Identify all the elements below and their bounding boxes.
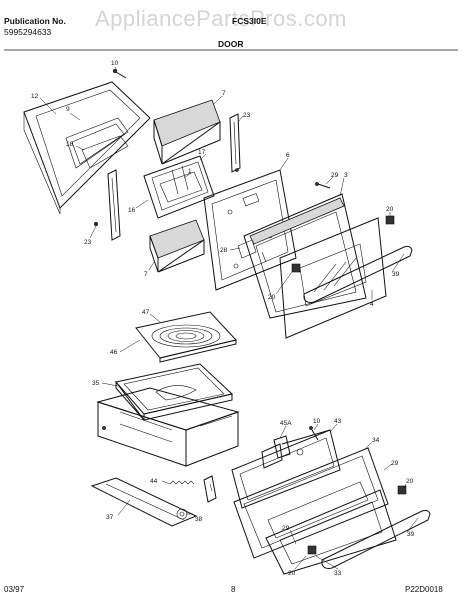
callout-45a: 45A bbox=[280, 420, 292, 427]
callout-39: 39 bbox=[407, 531, 415, 538]
callout-16: 16 bbox=[128, 207, 136, 214]
callout-43: 43 bbox=[334, 418, 342, 425]
bracket-part bbox=[273, 435, 291, 459]
callout-4: 4 bbox=[370, 301, 374, 308]
footer-diagram-code: P22D0018 bbox=[405, 585, 443, 594]
drawer-panel-insert bbox=[265, 485, 407, 575]
callout-17: 17 bbox=[198, 149, 206, 156]
callout-46: 46 bbox=[110, 349, 118, 356]
callout-6: 6 bbox=[286, 152, 290, 159]
callout-10: 10 bbox=[111, 60, 119, 67]
screw-part bbox=[112, 68, 127, 79]
callout-7: 7 bbox=[222, 90, 226, 97]
drawer-handle-lower bbox=[321, 509, 431, 569]
insulation-batt-lower bbox=[149, 219, 205, 273]
publication-label: Publication No. bbox=[4, 16, 66, 26]
inner-door-liner bbox=[23, 81, 151, 215]
window-pack bbox=[143, 155, 215, 219]
door-handle-upper bbox=[291, 215, 413, 303]
callout-29: 29 bbox=[282, 525, 290, 532]
leader-lines bbox=[39, 66, 419, 570]
callout-23: 23 bbox=[243, 112, 251, 119]
drawer-side-panel bbox=[231, 429, 341, 509]
footer-page-number: 8 bbox=[231, 585, 236, 594]
callout-35: 35 bbox=[92, 380, 100, 387]
callout-38: 38 bbox=[195, 516, 203, 523]
callout-10: 10 bbox=[313, 418, 321, 425]
callout-20: 20 bbox=[406, 478, 414, 485]
callout-9: 9 bbox=[66, 106, 70, 113]
callout-3: 3 bbox=[344, 172, 348, 179]
callout-12: 12 bbox=[31, 93, 39, 100]
drawer-front-panel bbox=[233, 447, 389, 559]
callout-44: 44 bbox=[150, 478, 158, 485]
callout-18: 18 bbox=[66, 141, 74, 148]
callout-34: 34 bbox=[372, 437, 380, 444]
screw-part bbox=[315, 182, 331, 189]
watermark-text: AppliancePartsPros.com bbox=[95, 6, 347, 31]
callout-20: 20 bbox=[288, 570, 296, 577]
callout-47: 47 bbox=[142, 309, 150, 316]
screw-part bbox=[309, 426, 319, 441]
outer-door-panel bbox=[203, 169, 297, 291]
broiler-pan bbox=[115, 363, 234, 421]
callout-20: 20 bbox=[268, 294, 276, 301]
callout-28: 28 bbox=[220, 247, 228, 254]
callout-29: 29 bbox=[391, 460, 399, 467]
footer-date: 03/97 bbox=[4, 585, 25, 594]
callout-39: 39 bbox=[392, 271, 400, 278]
callout-1: 1 bbox=[188, 168, 192, 175]
callout-33: 33 bbox=[334, 570, 342, 577]
publication-number: 5995294633 bbox=[4, 27, 52, 37]
door-glass-frame bbox=[243, 193, 367, 319]
section-title: DOOR bbox=[218, 39, 244, 49]
insulation-batt-upper bbox=[153, 99, 221, 165]
hinge-upper bbox=[229, 113, 241, 173]
broiler-grid bbox=[135, 311, 237, 363]
callout-23: 23 bbox=[84, 239, 92, 246]
hinge-lower bbox=[93, 169, 121, 241]
model-number: FCS3I0E bbox=[232, 16, 267, 26]
storage-drawer-body bbox=[96, 387, 240, 467]
callout-37: 37 bbox=[106, 514, 114, 521]
drawer-spring bbox=[169, 475, 217, 503]
callout-7: 7 bbox=[144, 271, 148, 278]
callout-20: 20 bbox=[386, 206, 394, 213]
callout-29: 29 bbox=[331, 172, 339, 179]
outer-door-glass bbox=[279, 217, 387, 339]
